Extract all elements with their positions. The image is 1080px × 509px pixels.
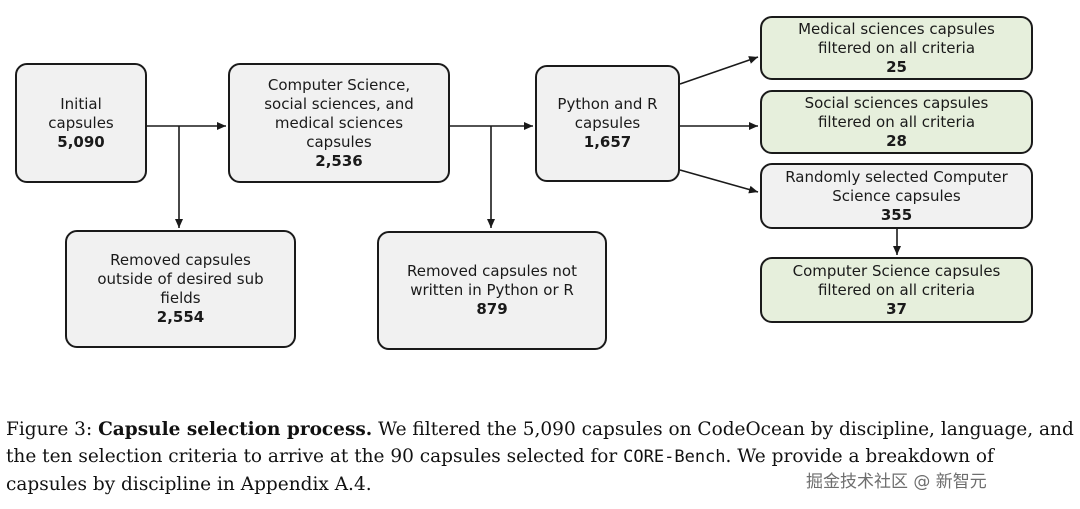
fields-capsules-label: Computer Science, social sciences, and m… [264, 75, 414, 151]
medical-filtered-count: 25 [886, 57, 907, 76]
random-cs-count: 355 [880, 205, 913, 224]
random-cs-label: Randomly selected Computer Science capsu… [785, 167, 1008, 205]
arrow-python-to-medical [679, 56, 759, 85]
removed-lang-label: Removed capsules not written in Python o… [407, 262, 577, 299]
python-r-capsules-box: Python and R capsules 1,657 [535, 65, 680, 182]
caption-prefix: Figure 3: [6, 419, 99, 440]
caption-code: CORE-Bench [623, 447, 726, 467]
removed-lang-count: 879 [476, 300, 508, 318]
initial-capsules-box: Initial capsules 5,090 [15, 63, 147, 183]
fields-capsules-box: Computer Science, social sciences, and m… [228, 63, 450, 183]
cs-filtered-label: Computer Science capsules filtered on al… [792, 261, 1001, 299]
removed-lang-box: Removed capsules not written in Python o… [377, 231, 607, 350]
social-filtered-count: 28 [886, 131, 907, 150]
social-filtered-label: Social sciences capsules filtered on all… [804, 93, 989, 131]
python-r-capsules-count: 1,657 [583, 133, 632, 151]
initial-capsules-count: 5,090 [57, 132, 105, 151]
arrow-python-to-random [679, 169, 759, 194]
caption-text-2: . We provide a breakdown of capsules by … [6, 446, 994, 495]
cs-filtered-box: Computer Science capsules filtered on al… [760, 257, 1033, 323]
python-r-capsules-label: Python and R capsules [557, 95, 658, 132]
removed-fields-count: 2,554 [156, 308, 205, 326]
caption-text-1: We filtered the 5,090 capsules on CodeOc… [6, 419, 1074, 467]
cs-filtered-count: 37 [886, 299, 907, 318]
initial-capsules-label: Initial capsules [48, 94, 114, 132]
social-filtered-box: Social sciences capsules filtered on all… [760, 90, 1033, 154]
medical-filtered-label: Medical sciences capsules filtered on al… [798, 19, 995, 57]
flow-arrows [147, 56, 901, 255]
removed-fields-box: Removed capsules outside of desired sub … [65, 230, 296, 348]
fields-capsules-count: 2,536 [315, 151, 363, 170]
watermark: 掘金技术社区 @ 新智元 [806, 472, 987, 492]
removed-fields-label: Removed capsules outside of desired sub … [97, 251, 264, 307]
caption-title: Capsule selection process. [98, 419, 373, 440]
figure-caption: Figure 3: Capsule selection process. We … [6, 416, 1076, 498]
random-cs-box: Randomly selected Computer Science capsu… [760, 163, 1033, 229]
medical-filtered-box: Medical sciences capsules filtered on al… [760, 16, 1033, 80]
